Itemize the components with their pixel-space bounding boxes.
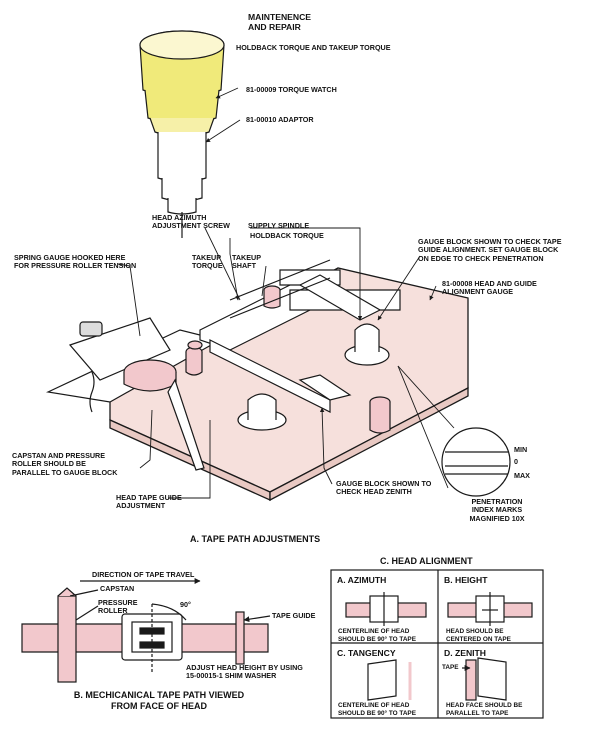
panel-height-title: B. HEIGHT [444,575,488,585]
label-supply-spindle: SUPPLY SPINDLE [248,221,310,230]
label-spring-gauge: SPRING GAUGE HOOKED HERE FOR PRESSURE RO… [14,253,137,271]
panel-zenith-note: HEAD FACE SHOULD BE PARALLEL TO TAPE [446,702,523,718]
label-takeup-torque: TAKEUP TORQUE [192,253,223,271]
label-min: MIN [514,445,528,454]
caption-section-a: A. TAPE PATH ADJUSTMENTS [190,534,321,544]
head-alignment-boxes [330,569,544,719]
tape-deck-mechanism [45,259,401,471]
penetration-magnifier [441,427,511,497]
page-title: MAINTENENCE AND REPAIR [248,12,312,32]
label-capstan: CAPSTAN [100,584,135,593]
panel-tangency-note: CENTERLINE OF HEAD SHOULD BE 90° TO TAPE [338,702,416,718]
tape-path-face-view [21,578,271,683]
page-subtitle: HOLDBACK TORQUE AND TAKEUP TORQUE [236,43,391,52]
label-zero: 0 [514,457,518,466]
label-torque-watch: 81-00009 TORQUE WATCH [246,85,337,94]
panel-zenith-tape-label: TAPE [442,664,459,671]
panel-azimuth-title: A. AZIMUTH [337,575,387,585]
label-max: MAX [514,471,530,480]
label-pressure-roller: PRESSURE ROLLER [98,598,138,616]
torque-watch-assembly [139,30,225,238]
callout-leaders [117,87,455,499]
label-adjust-head-height: ADJUST HEAD HEIGHT BY USING 15-00015-1 S… [186,663,303,681]
panel-zenith-title: D. ZENITH [444,648,487,658]
label-gauge-block-alignment: GAUGE BLOCK SHOWN TO CHECK TAPE GUIDE AL… [418,237,562,263]
label-gauge-block-zenith: GAUGE BLOCK SHOWN TO CHECK HEAD ZENITH [336,479,432,497]
label-takeup-shaft: TAKEUP SHAFT [232,253,262,271]
label-holdback-torque: HOLDBACK TORQUE [250,231,324,240]
panel-height-note: HEAD SHOULD BE CENTERED ON TAPE [446,628,511,644]
label-penetration: PENETRATION INDEX MARKS MAGNIFIED 10X [469,497,525,523]
caption-section-b: B. MECHICANICAL TAPE PATH VIEWED FROM FA… [73,690,245,711]
label-head-tape-guide: HEAD TAPE GUIDE ADJUSTMENT [116,493,182,511]
label-capstan-parallel: CAPSTAN AND PRESSURE ROLLER SHOULD BE PA… [12,451,118,477]
label-head-azimuth-screw: HEAD AZIMUTH ADJUSTMENT SCREW [152,213,230,231]
label-tape-guide: TAPE GUIDE [272,611,316,620]
panel-azimuth-note: CENTERLINE OF HEAD SHOULD BE 90° TO TAPE [338,628,416,644]
head-alignment-title: C. HEAD ALIGNMENT [380,556,473,566]
label-adaptor: 81-00010 ADAPTOR [246,115,314,124]
label-alignment-gauge: 81-00008 HEAD AND GUIDE ALIGNMENT GAUGE [442,279,537,297]
label-angle-90: 90° [180,600,191,609]
panel-tangency-title: C. TANGENCY [337,648,396,658]
label-direction-of-tape: DIRECTION OF TAPE TRAVEL [92,570,195,579]
